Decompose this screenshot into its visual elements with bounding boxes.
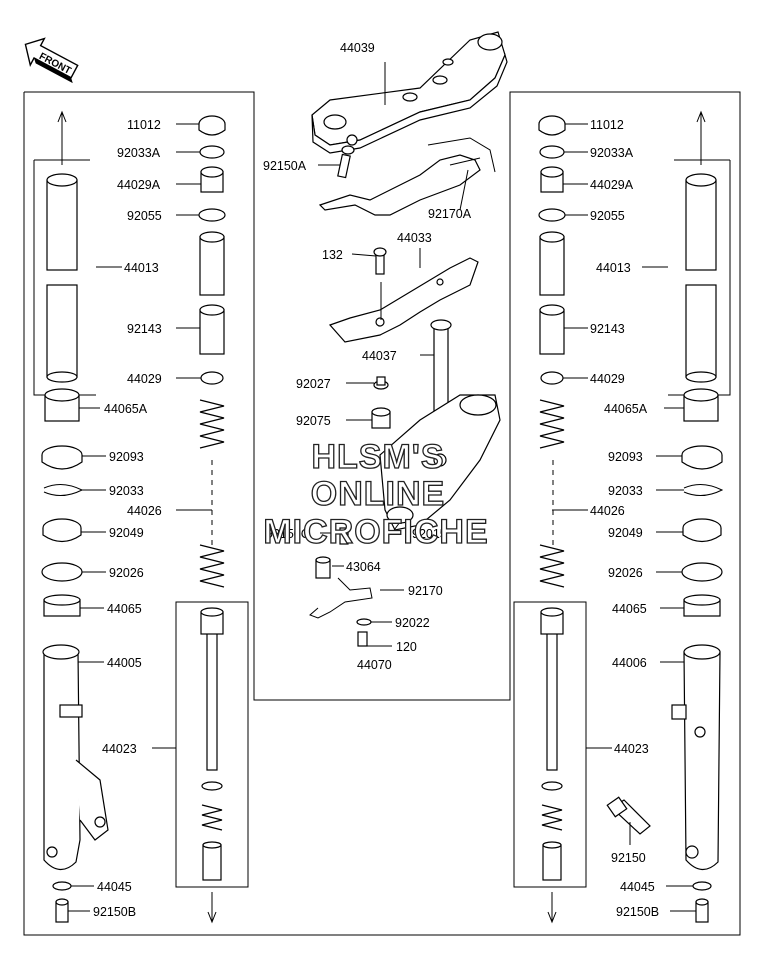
label-left-92093: 92093	[109, 450, 144, 464]
label-left-92143: 92143	[127, 322, 162, 336]
upper-bracket	[311, 31, 508, 154]
leader-lines	[68, 62, 696, 912]
label-right-44013: 44013	[596, 261, 631, 275]
label-right-44026: 44026	[590, 504, 625, 518]
watermark: HLSM'S ONLINE MICROFICHE	[263, 437, 489, 551]
right-fork	[538, 110, 724, 924]
cover-plate	[328, 257, 479, 343]
label-44039: 44039	[340, 41, 375, 55]
label-right-44029a: 44029A	[590, 178, 634, 192]
left-fork	[41, 110, 226, 924]
label-right-92150: 92150	[611, 851, 646, 865]
part-labels: 44039 92150A 92170A 132 44033 44037 9202…	[93, 41, 659, 919]
label-left-92150b: 92150B	[93, 905, 136, 919]
label-left-92026: 92026	[109, 566, 144, 580]
label-left-92033a: 92033A	[117, 146, 161, 160]
label-44070: 44070	[357, 658, 392, 672]
label-left-44029a: 44029A	[117, 178, 161, 192]
screw-92150c	[339, 527, 349, 545]
steering-stem	[379, 319, 501, 531]
label-92150c: 92150C	[266, 527, 310, 541]
label-right-92055: 92055	[590, 209, 625, 223]
label-92170: 92170	[408, 584, 443, 598]
label-right-44029: 44029	[590, 372, 625, 386]
label-120: 120	[396, 640, 417, 654]
label-92075: 92075	[296, 414, 331, 428]
label-43064: 43064	[346, 560, 381, 574]
front-arrow-icon: FRONT	[24, 37, 79, 84]
label-132: 132	[322, 248, 343, 262]
label-left-11012: 11012	[127, 118, 161, 132]
wire-bracket	[318, 137, 496, 216]
bolt-120	[357, 631, 368, 647]
label-right-44065: 44065	[612, 602, 647, 616]
label-left-44026: 44026	[127, 504, 162, 518]
watermark-line-2: ONLINE	[311, 475, 445, 513]
watermark-line-3: MICROFICHE	[263, 513, 488, 551]
label-right-92033: 92033	[608, 484, 643, 498]
label-right-44065a: 44065A	[604, 402, 648, 416]
bolt-92150a	[337, 145, 355, 179]
label-left-44013: 44013	[124, 261, 159, 275]
label-right-44023: 44023	[614, 742, 649, 756]
label-left-92049: 92049	[109, 526, 144, 540]
spring-43064	[315, 556, 331, 579]
label-left-44065a: 44065A	[104, 402, 148, 416]
bolt-132	[373, 247, 387, 275]
label-left-44045: 44045	[97, 880, 132, 894]
label-left-44029: 44029	[127, 372, 162, 386]
label-92015: 92015	[412, 527, 447, 541]
label-left-44023: 44023	[102, 742, 137, 756]
collar-92027	[373, 376, 389, 390]
label-right-92143: 92143	[590, 322, 625, 336]
label-right-92049: 92049	[608, 526, 643, 540]
label-92150a: 92150A	[263, 159, 307, 173]
label-right-92150b: 92150B	[616, 905, 659, 919]
label-left-44005: 44005	[107, 656, 142, 670]
label-right-11012: 11012	[590, 118, 624, 132]
label-right-92093: 92093	[608, 450, 643, 464]
label-left-92033: 92033	[109, 484, 144, 498]
label-right-92026: 92026	[608, 566, 643, 580]
washer-92022	[356, 618, 372, 626]
label-right-44045: 44045	[620, 880, 655, 894]
watermark-line-1: HLSM'S	[311, 438, 444, 476]
label-44033: 44033	[397, 231, 432, 245]
label-92022: 92022	[395, 616, 430, 630]
label-left-44065: 44065	[107, 602, 142, 616]
label-left-92055: 92055	[127, 209, 162, 223]
label-right-92033a: 92033A	[590, 146, 634, 160]
bushing-92075	[371, 407, 391, 429]
cable-guide-92170	[309, 577, 373, 619]
label-right-44006: 44006	[612, 656, 647, 670]
label-92170a: 92170A	[428, 207, 472, 221]
label-92027: 92027	[296, 377, 331, 391]
label-44037: 44037	[362, 349, 397, 363]
